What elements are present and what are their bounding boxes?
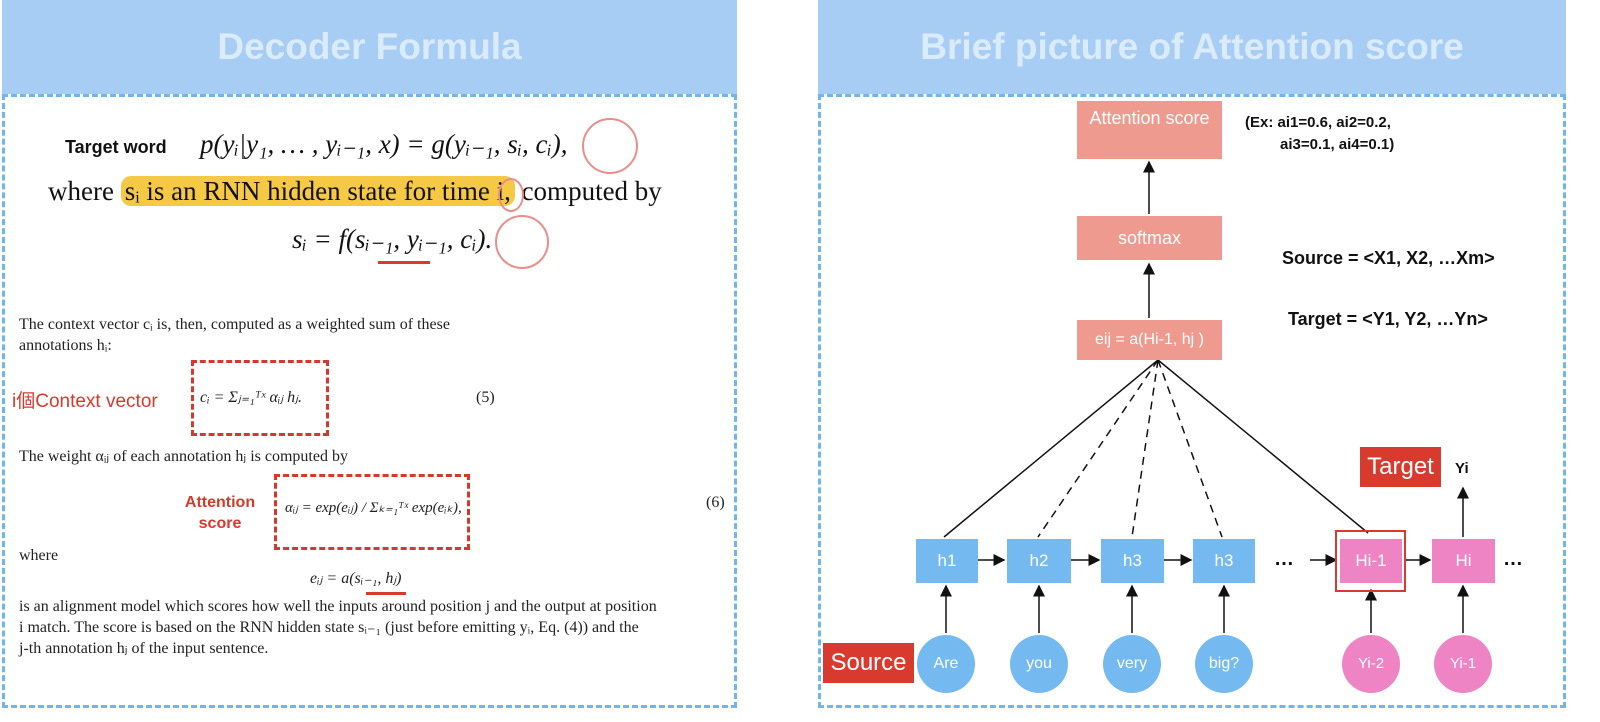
context-vector-label: i個Context vector	[12, 391, 158, 412]
left-panel	[2, 94, 737, 708]
input-word-are: Are	[917, 635, 975, 693]
target-word-label: Target word	[65, 137, 167, 157]
eij-node: eij = a(Hi-1, hj )	[1077, 320, 1222, 360]
hi-1-highlight-box	[1335, 530, 1406, 592]
attention-score-box	[274, 474, 470, 550]
target-tag: Target	[1360, 447, 1441, 487]
decoder-node-hi-1: Hi-1	[1340, 539, 1402, 583]
hidden-node-h2: h2	[1007, 539, 1071, 583]
hidden-state-line: where sᵢ is an RNN hidden state for time…	[48, 176, 662, 207]
hidden-node-h3b: h3	[1193, 539, 1255, 583]
decoder-input-yi-2: Yi-2	[1342, 635, 1400, 693]
alignment-model-text: is an alignment model which scores how w…	[19, 598, 657, 657]
attention-score-node: Attention score	[1077, 101, 1222, 159]
equation-5-number: (5)	[476, 389, 495, 406]
where-prefix: where	[48, 176, 114, 206]
source-tag: Source	[823, 643, 914, 683]
where-text: where	[19, 547, 59, 564]
i-circle-mark	[498, 178, 524, 212]
input-word-you: you	[1010, 635, 1068, 693]
attention-example: (Ex: ai1=0.6, ai2=0.2, ai3=0.1, ai4=0.1)	[1245, 114, 1395, 153]
context-vector-box	[191, 360, 329, 436]
alignment-underline	[366, 592, 406, 595]
target-definition: Target = <Y1, Y2, …Yn>	[1288, 309, 1488, 329]
equation-6-number: (6)	[706, 494, 725, 511]
ci-circle-mark-2	[495, 215, 549, 269]
input-word-big: big?	[1195, 635, 1253, 693]
state-equation: sᵢ = f(sᵢ₋₁, yᵢ₋₁, cᵢ).	[292, 224, 493, 254]
yi-output-label: Yi	[1455, 460, 1469, 477]
hidden-node-h1: h1	[916, 539, 978, 583]
right-panel-header: Brief picture of Attention score	[818, 0, 1566, 94]
encoder-ellipsis: …	[1274, 548, 1294, 570]
input-word-very: very	[1103, 635, 1161, 693]
decoder-input-yi-1: Yi-1	[1434, 635, 1492, 693]
context-vector-text: The context vector cᵢ is, then, computed…	[19, 316, 450, 354]
decoder-node-hi: Hi	[1432, 539, 1495, 583]
hidden-node-h3: h3	[1101, 539, 1164, 583]
attention-score-label: Attention score	[184, 494, 256, 532]
hidden-state-highlight: sᵢ is an RNN hidden state for time i,	[120, 176, 515, 206]
ci-circle-mark	[582, 118, 638, 174]
decoder-equation: p(yᵢ|y₁, … , yᵢ₋₁, x) = g(yᵢ₋₁, sᵢ, cᵢ),	[200, 129, 568, 159]
right-panel	[818, 94, 1566, 708]
alignment-equation: eᵢⱼ = a(sᵢ₋₁, hⱼ)	[310, 570, 402, 587]
softmax-node: softmax	[1077, 216, 1222, 260]
attention-score-equation: αᵢⱼ = exp(eᵢⱼ) / Σₖ₌₁ᵀˣ exp(eᵢₖ),	[285, 500, 462, 516]
left-panel-header: Decoder Formula	[2, 0, 737, 94]
weight-text: The weight αᵢⱼ of each annotation hⱼ is …	[19, 448, 348, 465]
si-minus-1-underline	[378, 261, 430, 264]
context-vector-equation: cᵢ = Σⱼ₌₁ᵀˣ αᵢⱼ hⱼ.	[200, 389, 302, 406]
decoder-ellipsis: …	[1503, 548, 1523, 570]
source-definition: Source = <X1, X2, …Xm>	[1282, 248, 1495, 268]
computed-by-text: computed by	[521, 176, 662, 206]
